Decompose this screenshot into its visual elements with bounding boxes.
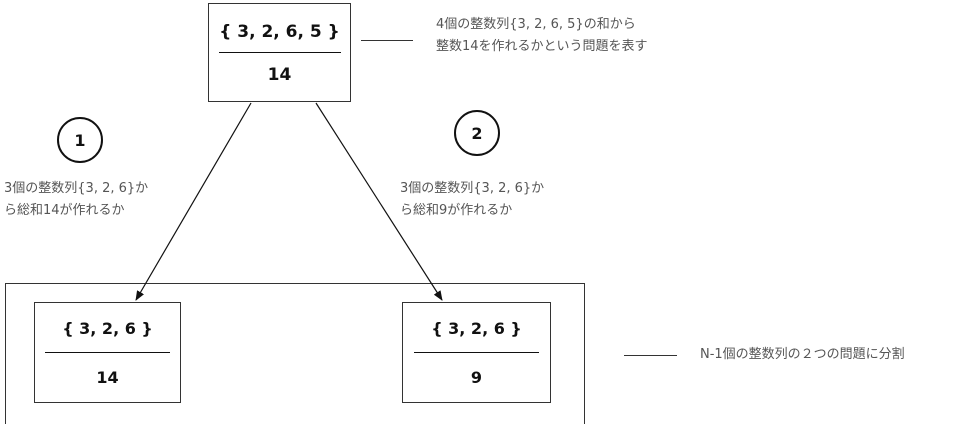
right-sum-label: 9: [470, 368, 483, 387]
root-divider: [219, 52, 341, 53]
branch2-marker: 2: [454, 110, 500, 156]
root-note: 4個の整数列{3, 2, 6, 5}の和から 整数14を作れるかという問題を表す: [436, 14, 648, 58]
group-note-leader: [624, 355, 677, 356]
branch2-note: 3個の整数列{3, 2, 6}か ら総和9が作れるか: [400, 178, 544, 222]
root-set-label: { 3, 2, 6, 5 }: [219, 22, 340, 42]
root-sum-label: 14: [267, 65, 292, 85]
right-divider: [414, 352, 539, 353]
branch1-note: 3個の整数列{3, 2, 6}か ら総和14が作れるか: [4, 178, 148, 222]
root-note-line2: 整数14を作れるかという問題を表す: [436, 39, 648, 54]
arrow-to-left-subproblem: [135, 102, 252, 301]
right-subproblem-box: { 3, 2, 6 } 9: [402, 302, 551, 403]
branch1-note-line1: 3個の整数列{3, 2, 6}か: [4, 181, 149, 196]
right-set-label: { 3, 2, 6 }: [431, 319, 522, 338]
group-note: N-1個の整数列の２つの問題に分割: [700, 347, 905, 362]
arrow-to-right-subproblem: [315, 102, 443, 301]
root-problem-box: { 3, 2, 6, 5 } 14: [208, 3, 351, 102]
branch2-note-line2: ら総和9が作れるか: [400, 203, 513, 218]
branch1-marker: 1: [57, 117, 103, 163]
left-subproblem-box: { 3, 2, 6 } 14: [34, 302, 181, 403]
root-note-leader: [361, 40, 413, 41]
left-set-label: { 3, 2, 6 }: [62, 319, 153, 338]
branch1-note-line2: ら総和14が作れるか: [4, 203, 125, 218]
branch2-note-line1: 3個の整数列{3, 2, 6}か: [400, 181, 545, 196]
root-note-line1: 4個の整数列{3, 2, 6, 5}の和から: [436, 17, 636, 32]
left-divider: [45, 352, 170, 353]
left-sum-label: 14: [96, 368, 119, 387]
